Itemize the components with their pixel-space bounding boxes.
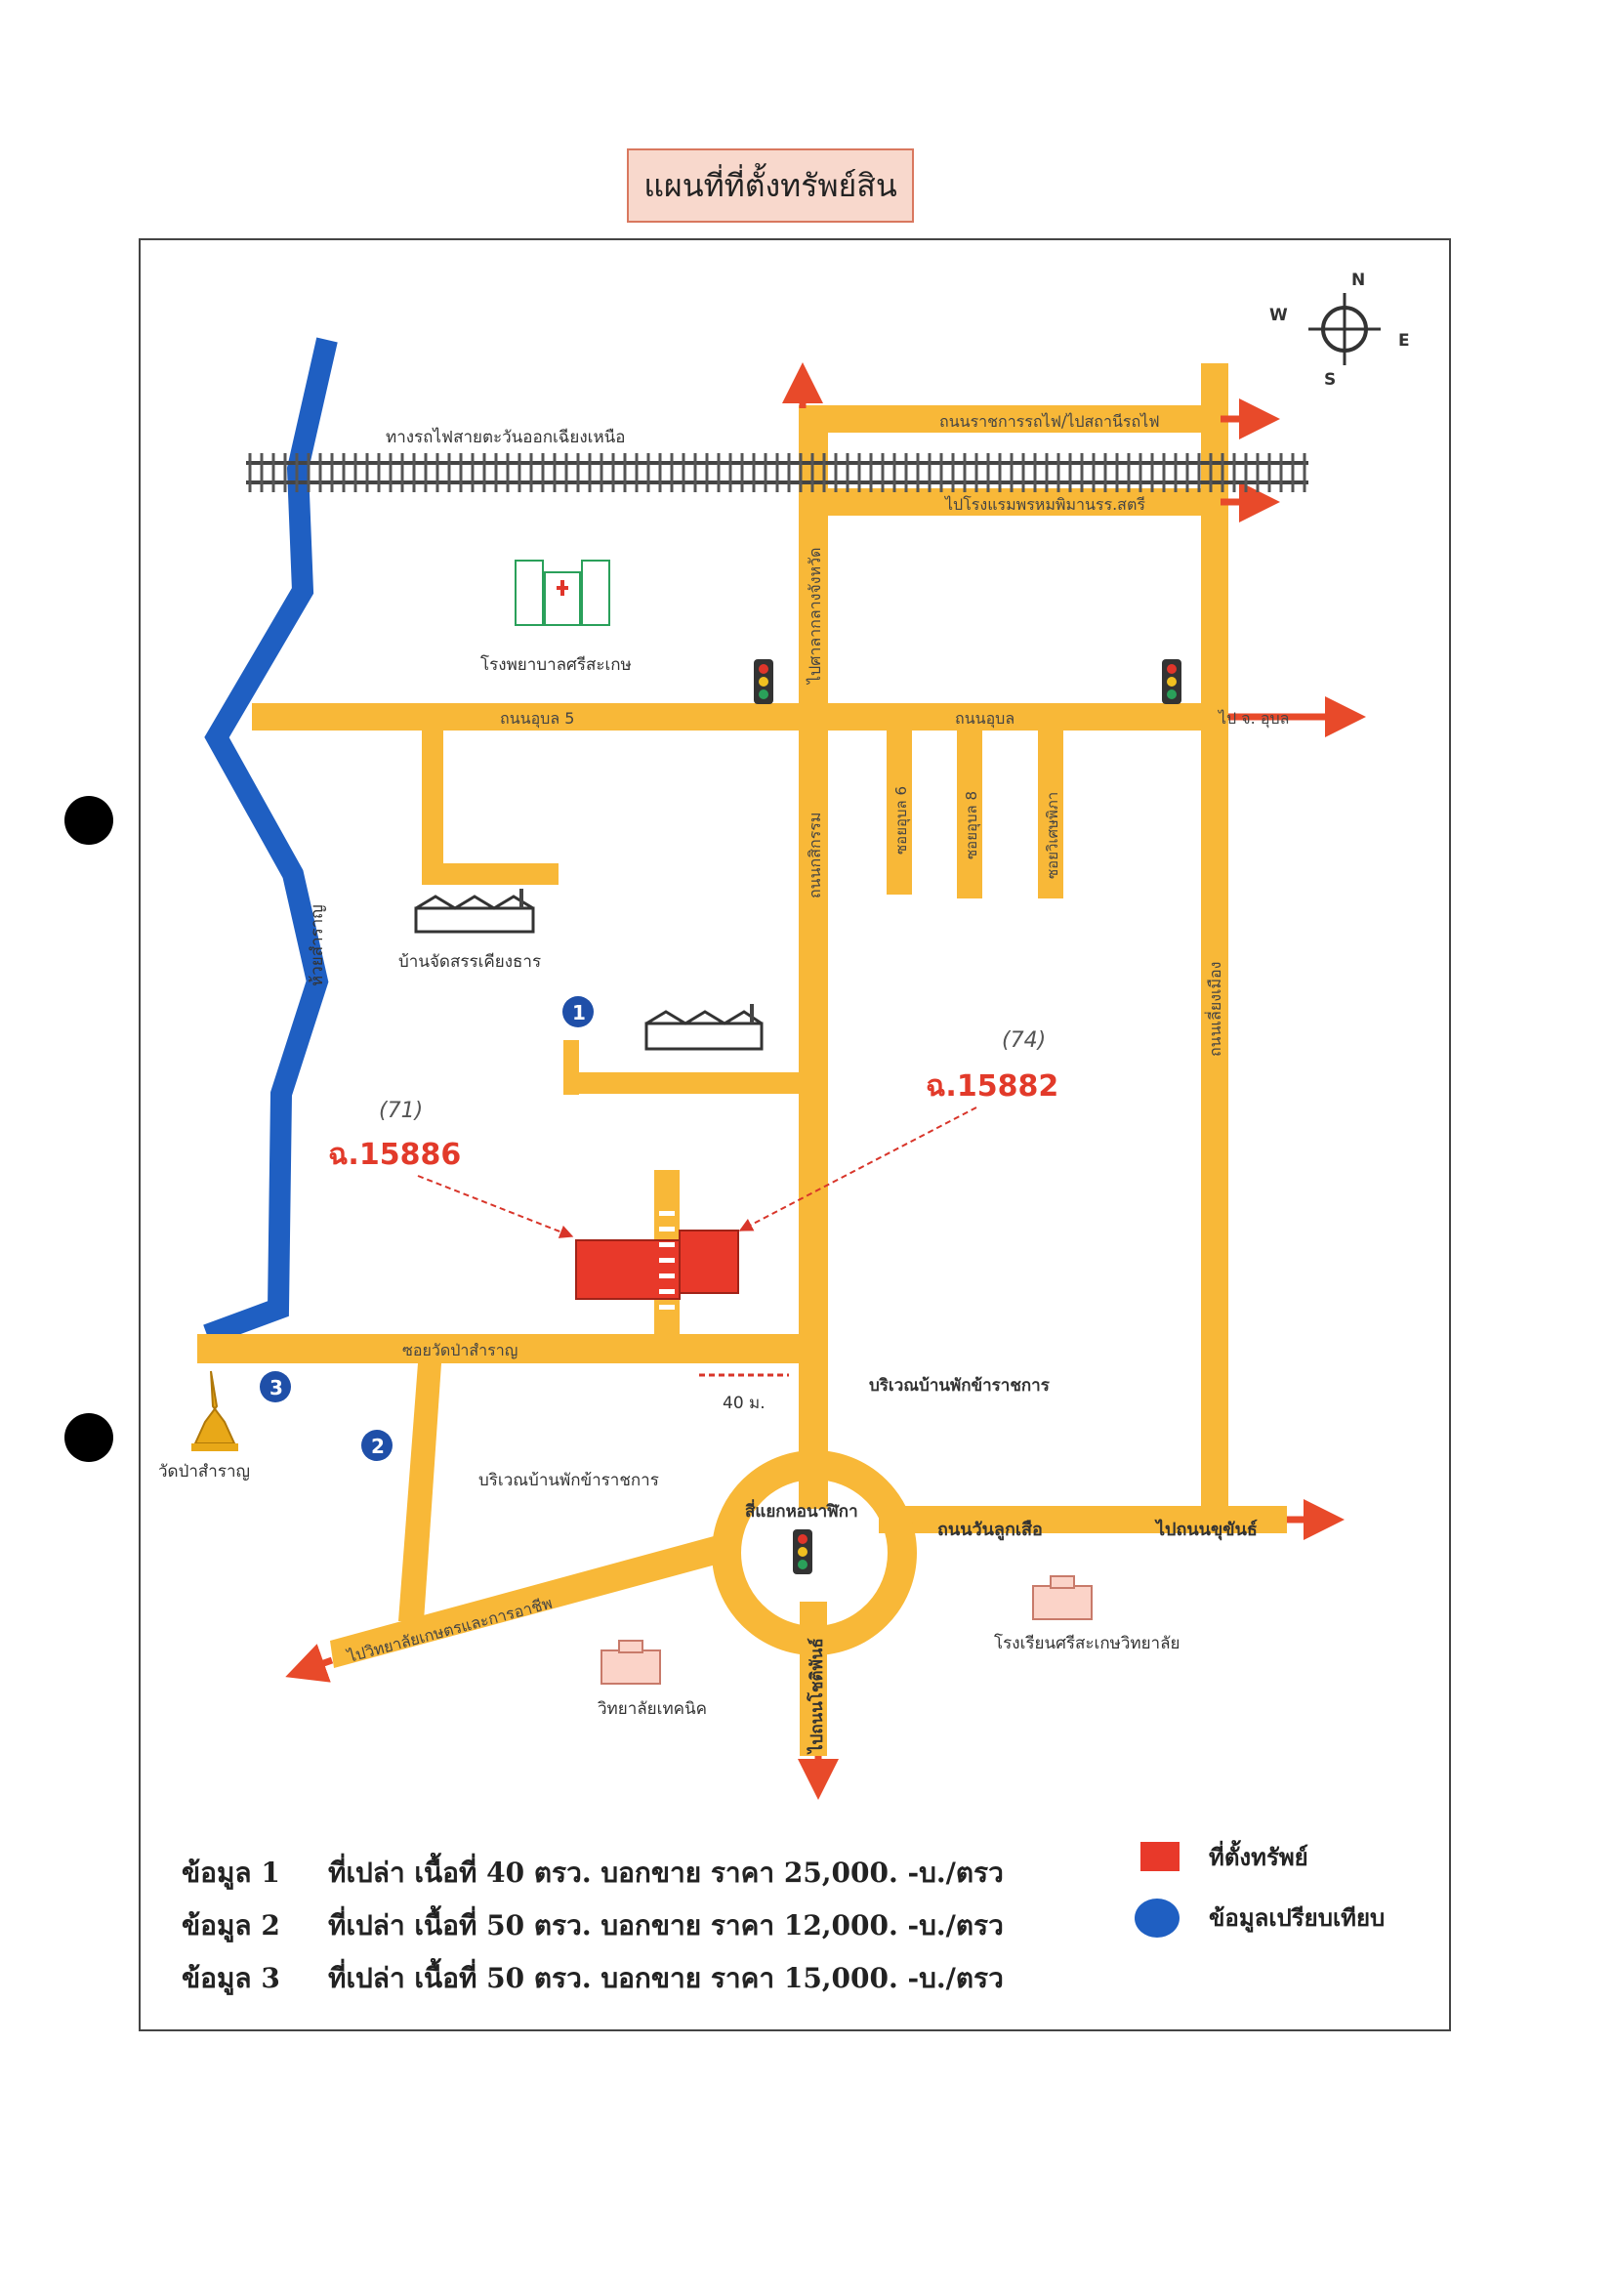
punch-hole-bottom (64, 1413, 113, 1462)
label-ubon5: ถนนอุบล 5 (500, 709, 574, 729)
legend-text: ที่เปล่า เนื้อที่ 50 ตรว. บอกขาย ราคา 15… (328, 1962, 1004, 1994)
road-right-vertical (1201, 363, 1228, 1530)
svg-text:2: 2 (371, 1435, 385, 1458)
legend-label: ข้อมูล 1 (182, 1857, 280, 1889)
comparison-marker-1: 1 (562, 996, 594, 1027)
label-vertical-lower: ถนนกสิกรรม (806, 813, 824, 898)
parcel-right-number: (74) (1002, 1028, 1046, 1053)
property-key-swatch (1140, 1842, 1180, 1871)
legend-row-3: ข้อมูล 3 ที่เปล่า เนื้อที่ 50 ตรว. บอกขาย… (182, 1957, 1004, 2000)
label-official-left: บริเวณบ้านพักข้าราชการ (478, 1471, 659, 1490)
legend-row-2: ข้อมูล 2 ที่เปล่า เนื้อที่ 50 ตรว. บอกขาย… (182, 1904, 1004, 1947)
label-intersection: สี่แยกหอนาฬิกา (745, 1499, 858, 1522)
roundabout (712, 1450, 917, 1655)
punch-hole-top (64, 796, 113, 845)
road-top (799, 405, 1221, 433)
parcel-left-number: (71) (379, 1099, 423, 1123)
legend-text: ที่เปล่า เนื้อที่ 50 ตรว. บอกขาย ราคา 12… (328, 1909, 1004, 1941)
road-housing-loop-h (422, 863, 559, 885)
traffic-light-icon (1162, 659, 1181, 704)
parcel-left-deed: ฉ.15886 (328, 1138, 461, 1172)
property-key-label: ที่ตั้งทรัพย์ (1209, 1843, 1308, 1871)
label-school: โรงเรียนศรีสะเกษวิทยาลัย (994, 1633, 1180, 1653)
crosswalk (659, 1211, 675, 1310)
road-main-vertical (799, 405, 828, 1509)
label-soi-wat: ซอยวัดป่าสำราญ (402, 1341, 518, 1359)
road-soi-ubon6 (887, 731, 912, 895)
pointer-right (738, 1106, 977, 1231)
river-label: ห้วยสำราญ (308, 904, 327, 986)
road-ubon (252, 703, 1228, 731)
map-frame (139, 238, 1451, 2031)
temple-icon (191, 1370, 238, 1451)
label-official-right: บริเวณบ้านพักข้าราชการ (869, 1376, 1051, 1396)
road-second (799, 488, 1221, 516)
river (203, 337, 338, 1346)
label-right-vertical: ถนนเลี่ยงเมือง (1204, 962, 1224, 1057)
road-left-vertical (398, 1363, 441, 1621)
legend-text: ที่เปล่า เนื้อที่ 40 ตรว. บอกขาย ราคา 25… (328, 1857, 1004, 1889)
road-college-diagonal (330, 1533, 730, 1668)
comparison-key-label: ข้อมูลเปรียบเทียบ (1209, 1903, 1386, 1932)
label-soi-ubon6: ซอยอุบล 6 (892, 786, 911, 855)
legend-row-1: ข้อมูล 1 ที่เปล่า เนื้อที่ 40 ตรว. บอกขาย… (182, 1852, 1004, 1895)
parcel-right-deed: ฉ.15882 (926, 1069, 1058, 1104)
traffic-light-icon (754, 659, 773, 704)
comparison-marker-3: 3 (260, 1371, 291, 1402)
railway-label: ทางรถไฟสายตะวันออกเฉียงเหนือ (386, 427, 626, 447)
road-soi-wiset (1038, 731, 1063, 898)
school-icon (1032, 1575, 1093, 1620)
compass-w: W (1269, 306, 1288, 325)
property-parcel-right (679, 1230, 739, 1294)
railway (246, 453, 1308, 492)
label-tech-college: วิทยาลัยเทคนิค (598, 1699, 707, 1719)
house-icon (414, 889, 535, 934)
road-housing-loop-v (422, 731, 443, 885)
label-ubon: ถนนอุบล (955, 709, 1015, 729)
compass-icon: N S E W (1269, 271, 1410, 390)
hospital-icon (515, 560, 610, 626)
legend-label: ข้อมูล 2 (182, 1909, 280, 1941)
map-title: แผนที่ที่ตั้งทรัพย์สิน (627, 148, 914, 223)
label-to-ubon: ไป จ. อุบล (1217, 709, 1289, 729)
house-icon (644, 1004, 764, 1051)
svg-text:1: 1 (572, 1001, 586, 1024)
road-arrows (285, 362, 1366, 1800)
pointer-left (417, 1175, 574, 1238)
label-top-road: ถนนราชการรถไฟ/ไปสถานีรถไฟ (939, 412, 1160, 431)
label-temple: วัดป่าสำราญ (158, 1462, 250, 1482)
road-wan-luk-suea (879, 1506, 1287, 1533)
compass-s: S (1324, 370, 1336, 390)
distance-label: 40 ม. (723, 1394, 766, 1413)
svg-text:3: 3 (269, 1376, 283, 1399)
comparison-key-swatch (1135, 1899, 1180, 1938)
legend-label: ข้อมูล 3 (182, 1962, 280, 1994)
road-soi-ubon8 (957, 731, 982, 898)
road-network (197, 363, 1287, 1756)
label-hospital: โรงพยาบาลศรีสะเกษ (480, 654, 632, 675)
label-housing: บ้านจัดสรรเคียงธาร (398, 952, 541, 972)
label-vertical-upper: ไปศาลากลางจังหวัด (806, 547, 824, 686)
label-to-kho-tham: ไปถนนโชติพันธ์ (807, 1638, 827, 1755)
label-soi-wiset: ซอยวิเศษพิภา (1044, 792, 1061, 879)
road-branch-1h (563, 1072, 800, 1094)
compass-e: E (1398, 331, 1410, 351)
comparison-marker-2: 2 (361, 1430, 393, 1461)
compass-n: N (1351, 271, 1365, 290)
label-to-khukhan: ไปถนนขุขันธ์ (1154, 1519, 1258, 1541)
label-second-road: ไปโรงแรมพรหมพิมานรร.สตรี (943, 495, 1145, 514)
legend: ข้อมูล 1 ที่เปล่า เนื้อที่ 40 ตรว. บอกขาย… (139, 1836, 1451, 2031)
college-icon (600, 1640, 661, 1685)
road-soi-wat (197, 1334, 828, 1363)
label-wan-luk-suea: ถนนวันลูกเสือ (937, 1520, 1043, 1541)
label-soi-ubon8: ซอยอุบล 8 (963, 791, 981, 859)
traffic-light-icon (793, 1529, 812, 1574)
